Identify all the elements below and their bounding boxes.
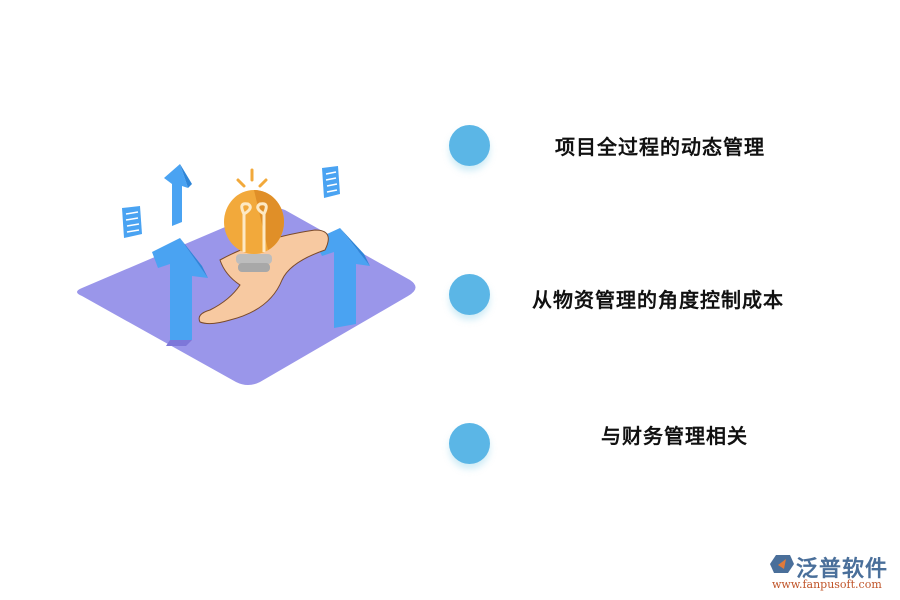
list-item: 从物资管理的角度控制成本 [0,268,900,328]
arrow-up-icon-small [164,164,192,226]
light-bulb-icon [224,168,284,272]
list-item: 与财务管理相关 [0,415,900,475]
logo-url: www.fanpusoft.com [772,578,882,591]
logo-icon [770,555,794,573]
logo-name: 泛普软件 [796,557,889,582]
bullet-dot [449,274,490,315]
illustration [60,150,440,410]
item-label: 项目全过程的动态管理 [555,135,765,159]
bullet-dot [449,125,490,166]
item-label: 与财务管理相关 [601,424,748,448]
hand-icon [198,229,329,325]
document-icon-left [122,206,142,238]
arrow-up-icon-right [314,228,370,328]
document-icon-right [322,166,340,198]
list-item: 项目全过程的动态管理 [0,115,900,175]
brand-logo: 泛普软件 www.fanpusoft.com [768,551,896,595]
arrow-up-icon-left [152,238,208,346]
item-label: 从物资管理的角度控制成本 [532,288,784,312]
bullet-dot [449,423,490,464]
